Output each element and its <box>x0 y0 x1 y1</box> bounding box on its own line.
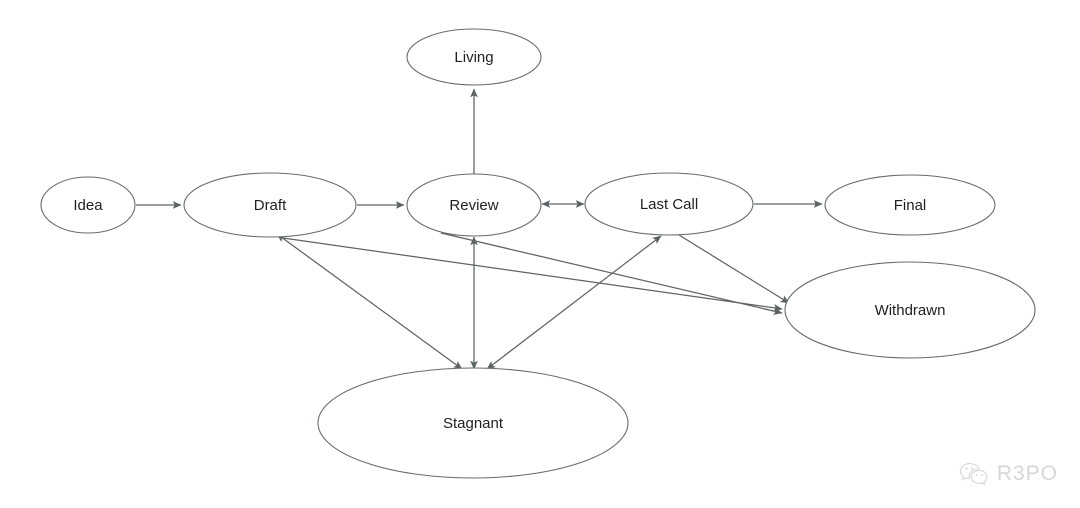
edge-draft-to-stagnant <box>276 233 463 370</box>
node-idea-shape[interactable] <box>40 176 136 234</box>
node-final[interactable]: Final <box>824 174 996 236</box>
node-draft[interactable]: Draft <box>183 172 357 238</box>
node-layer: Idea Draft Living Review Last Call Final <box>40 28 1036 479</box>
node-lastcall[interactable]: Last Call <box>584 172 754 236</box>
node-review-shape[interactable] <box>406 173 542 237</box>
edge-review-to-withdrawn <box>440 232 783 315</box>
node-living-label: Living <box>454 49 493 66</box>
node-stagnant-shape[interactable] <box>317 367 629 479</box>
node-living[interactable]: Living <box>406 28 542 86</box>
node-final-label: Final <box>894 197 927 214</box>
node-lastcall-shape[interactable] <box>584 172 754 236</box>
node-idea-label: Idea <box>73 197 103 214</box>
edge-layer <box>136 88 823 370</box>
node-living-shape[interactable] <box>406 28 542 86</box>
watermark-text: R3PO <box>996 462 1058 485</box>
edge-stagnant-to-lastcall <box>486 235 662 370</box>
watermark: R3PO <box>959 462 1058 486</box>
node-lastcall-label: Last Call <box>640 196 698 213</box>
edge-lastcall-to-withdrawn <box>678 234 790 304</box>
node-draft-label: Draft <box>254 197 287 214</box>
node-withdrawn-shape[interactable] <box>784 261 1036 359</box>
node-stagnant[interactable]: Stagnant <box>317 367 629 479</box>
node-idea[interactable]: Idea <box>40 176 136 234</box>
node-review-label: Review <box>449 197 498 214</box>
node-draft-shape[interactable] <box>183 172 357 238</box>
wechat-icon <box>959 463 988 486</box>
node-stagnant-label: Stagnant <box>443 415 504 432</box>
node-withdrawn[interactable]: Withdrawn <box>784 261 1036 359</box>
node-review[interactable]: Review <box>406 173 542 237</box>
edge-draft-to-withdrawn <box>282 237 783 312</box>
node-final-shape[interactable] <box>824 174 996 236</box>
node-withdrawn-label: Withdrawn <box>875 302 946 319</box>
